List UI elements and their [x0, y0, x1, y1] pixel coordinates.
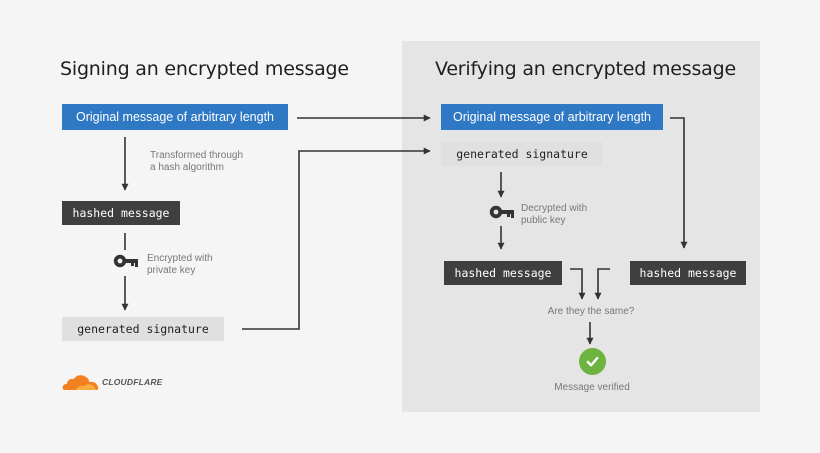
- result-label: Message verified: [554, 382, 630, 393]
- signing-original-message-box: Original message of arbitrary length: [62, 104, 288, 130]
- key-icon: [113, 254, 138, 268]
- arrow-original-to-right-hashed: [670, 117, 688, 249]
- logo-text: CLOUDFLARE: [102, 377, 163, 387]
- verified-check: [579, 348, 606, 375]
- arrow-signature-to-verify-signature: [242, 147, 431, 330]
- key-icon: [489, 205, 514, 219]
- verifying-panel: [402, 41, 760, 412]
- arrow-hashed-left-to-compare: [570, 268, 586, 300]
- cloudflare-logo: CLOUDFLARE: [62, 373, 163, 391]
- hash-note: Transformed through a hash algorithm: [150, 150, 243, 174]
- decrypt-note-line2: public key: [521, 215, 566, 226]
- cloud-logo-icon: [62, 375, 99, 390]
- signing-title: Signing an encrypted message: [60, 58, 349, 80]
- encrypt-note-line2: private key: [147, 265, 196, 276]
- original-hashed-message-box: hashed message: [630, 261, 746, 285]
- signing-generated-signature-box: generated signature: [62, 317, 224, 341]
- decrypt-note: Decrypted with public key: [521, 203, 587, 227]
- hash-note-line2: a hash algorithm: [150, 162, 224, 173]
- decrypt-note-line1: Decrypted with: [521, 203, 588, 214]
- encrypt-note: Encrypted with private key: [147, 253, 213, 277]
- compare-question: Are they the same?: [547, 306, 635, 317]
- signing-hashed-message-box: hashed message: [62, 201, 180, 225]
- verifying-title: Verifying an encrypted message: [435, 58, 736, 80]
- hash-note-line1: Transformed through: [150, 150, 244, 161]
- check-icon: [586, 357, 599, 367]
- encrypt-note-line1: Encrypted with: [147, 253, 213, 264]
- verifying-original-message-box: Original message of arbitrary length: [441, 104, 663, 130]
- verifying-generated-signature-box: generated signature: [441, 142, 603, 166]
- arrow-hashed-right-to-compare: [594, 268, 610, 300]
- verifying-hashed-message-box: hashed message: [444, 261, 562, 285]
